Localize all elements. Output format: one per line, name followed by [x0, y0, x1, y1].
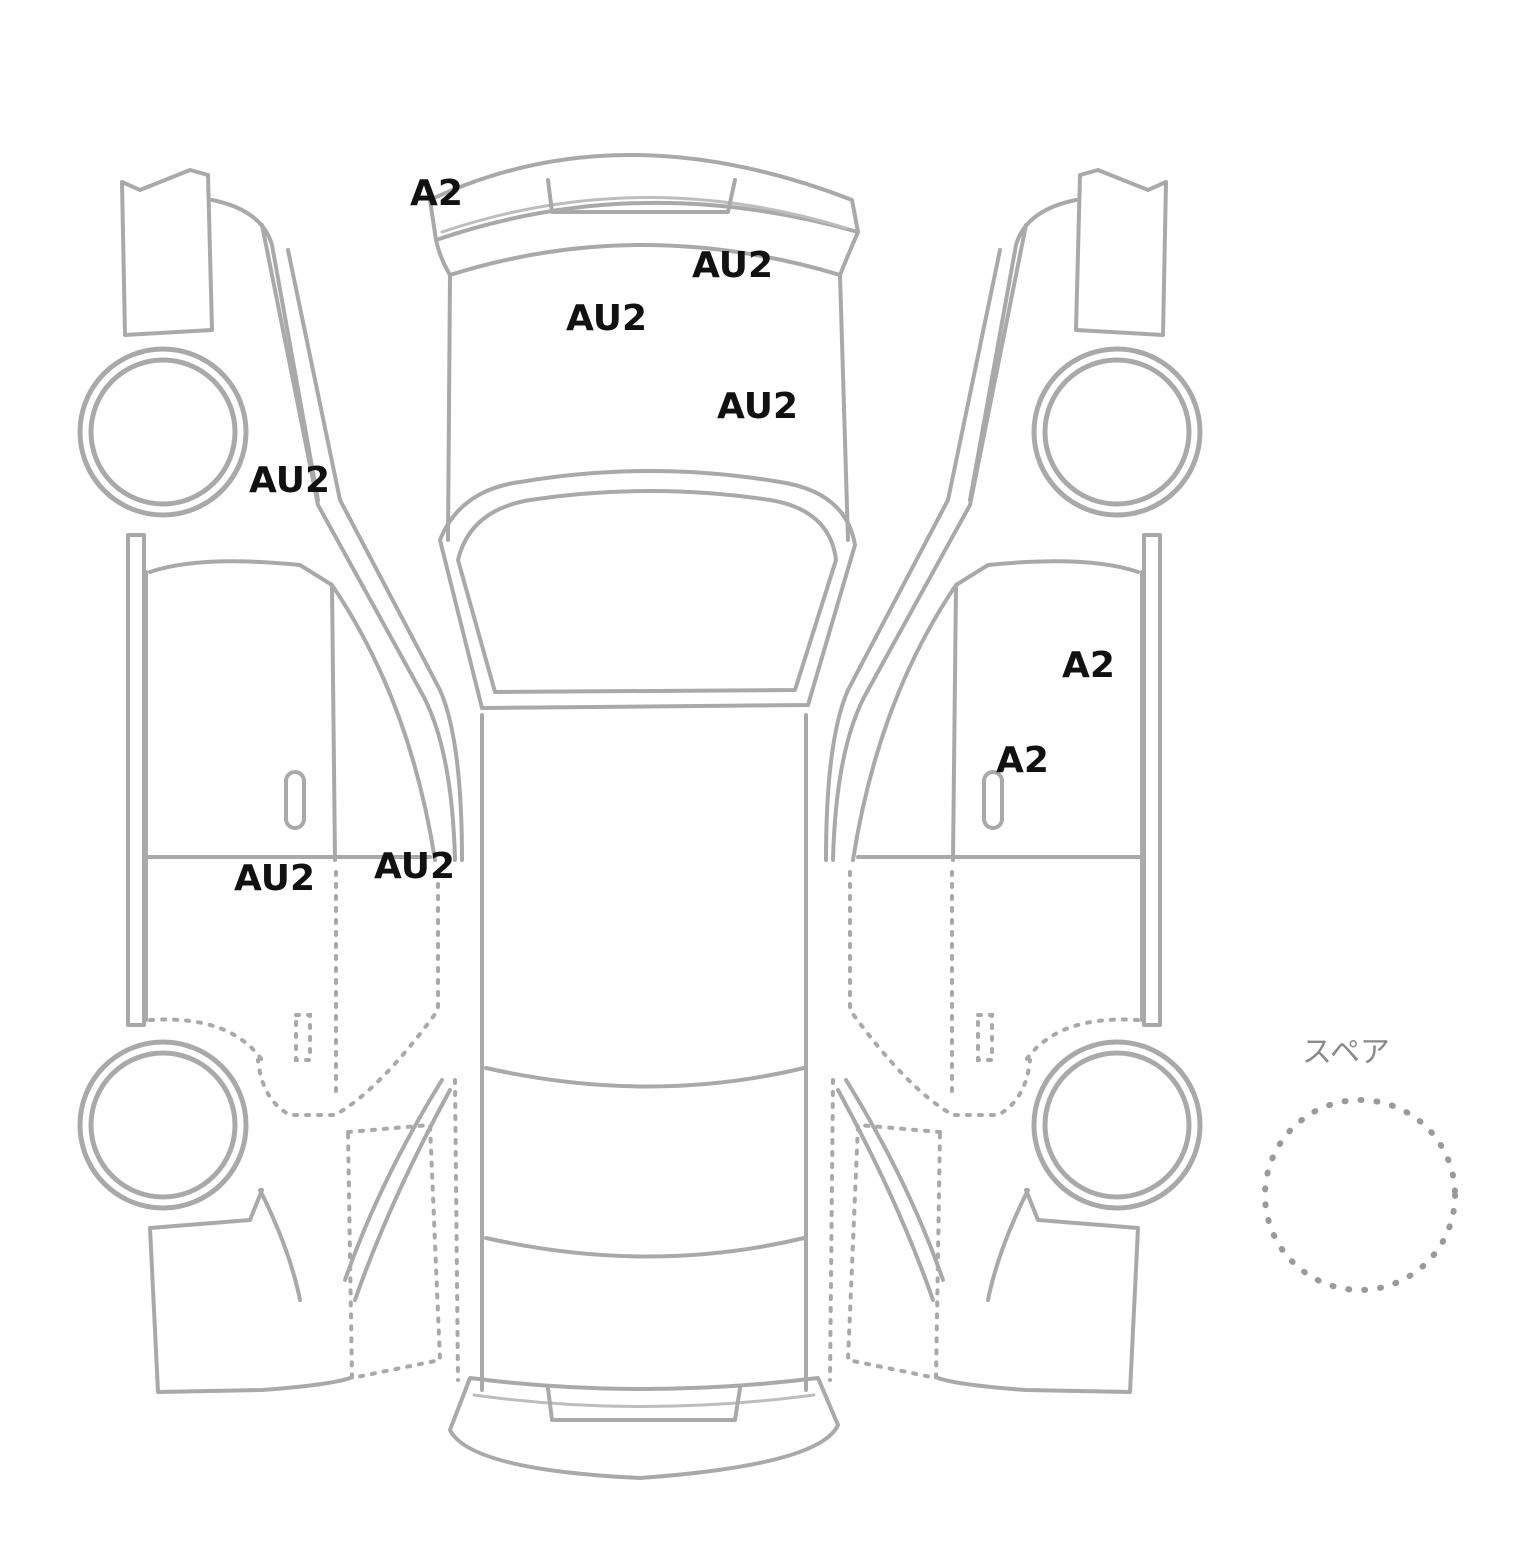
damage-mark[interactable]: A2	[996, 740, 1049, 781]
left-rear-wheel	[77, 1039, 249, 1211]
top-view	[428, 153, 860, 1480]
damage-mark[interactable]: AU2	[374, 846, 455, 887]
damage-mark[interactable]: AU2	[717, 386, 798, 427]
damage-mark[interactable]: AU2	[566, 298, 647, 339]
damage-mark[interactable]: AU2	[234, 858, 315, 899]
right-rear-wheel	[1031, 1039, 1203, 1211]
damage-marks: A2 AU2 AU2 AU2 AU2 AU2 AU2 A2 A2	[234, 173, 1115, 899]
right-door-handle	[982, 770, 1004, 830]
right-front-wheel	[1031, 346, 1203, 518]
damage-mark[interactable]: A2	[1062, 645, 1115, 686]
damage-mark[interactable]: A2	[410, 173, 463, 214]
spare-label: スペア	[1302, 1035, 1390, 1070]
right-side-view	[824, 168, 1203, 1394]
left-front-wheel	[77, 346, 249, 518]
left-door-handle	[284, 770, 306, 830]
left-side-view	[77, 168, 464, 1394]
damage-mark[interactable]: AU2	[692, 245, 773, 286]
damage-mark[interactable]: AU2	[249, 460, 330, 501]
spare-tire: スペア	[1262, 1035, 1458, 1293]
spare-tire-circle	[1262, 1097, 1458, 1293]
